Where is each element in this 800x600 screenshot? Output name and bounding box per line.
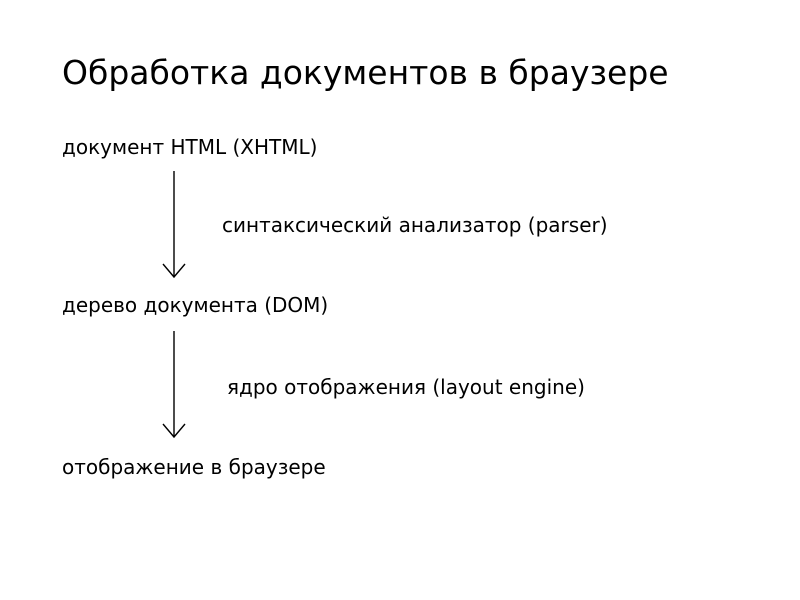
flow-edge-label-layout-engine: ядро отображения (layout engine) (227, 375, 585, 399)
flow-edge-label-parser: синтаксический анализатор (parser) (222, 213, 608, 237)
flow-node-stage-1: документ HTML (XHTML) (62, 135, 318, 159)
flow-node-stage-2: дерево документа (DOM) (62, 293, 329, 317)
flow-arrow-down-2 (162, 331, 186, 439)
page-title: Обработка документов в браузере (62, 53, 669, 93)
flow-node-stage-3: отображение в браузере (62, 455, 326, 479)
flow-arrow-down-1 (162, 171, 186, 279)
